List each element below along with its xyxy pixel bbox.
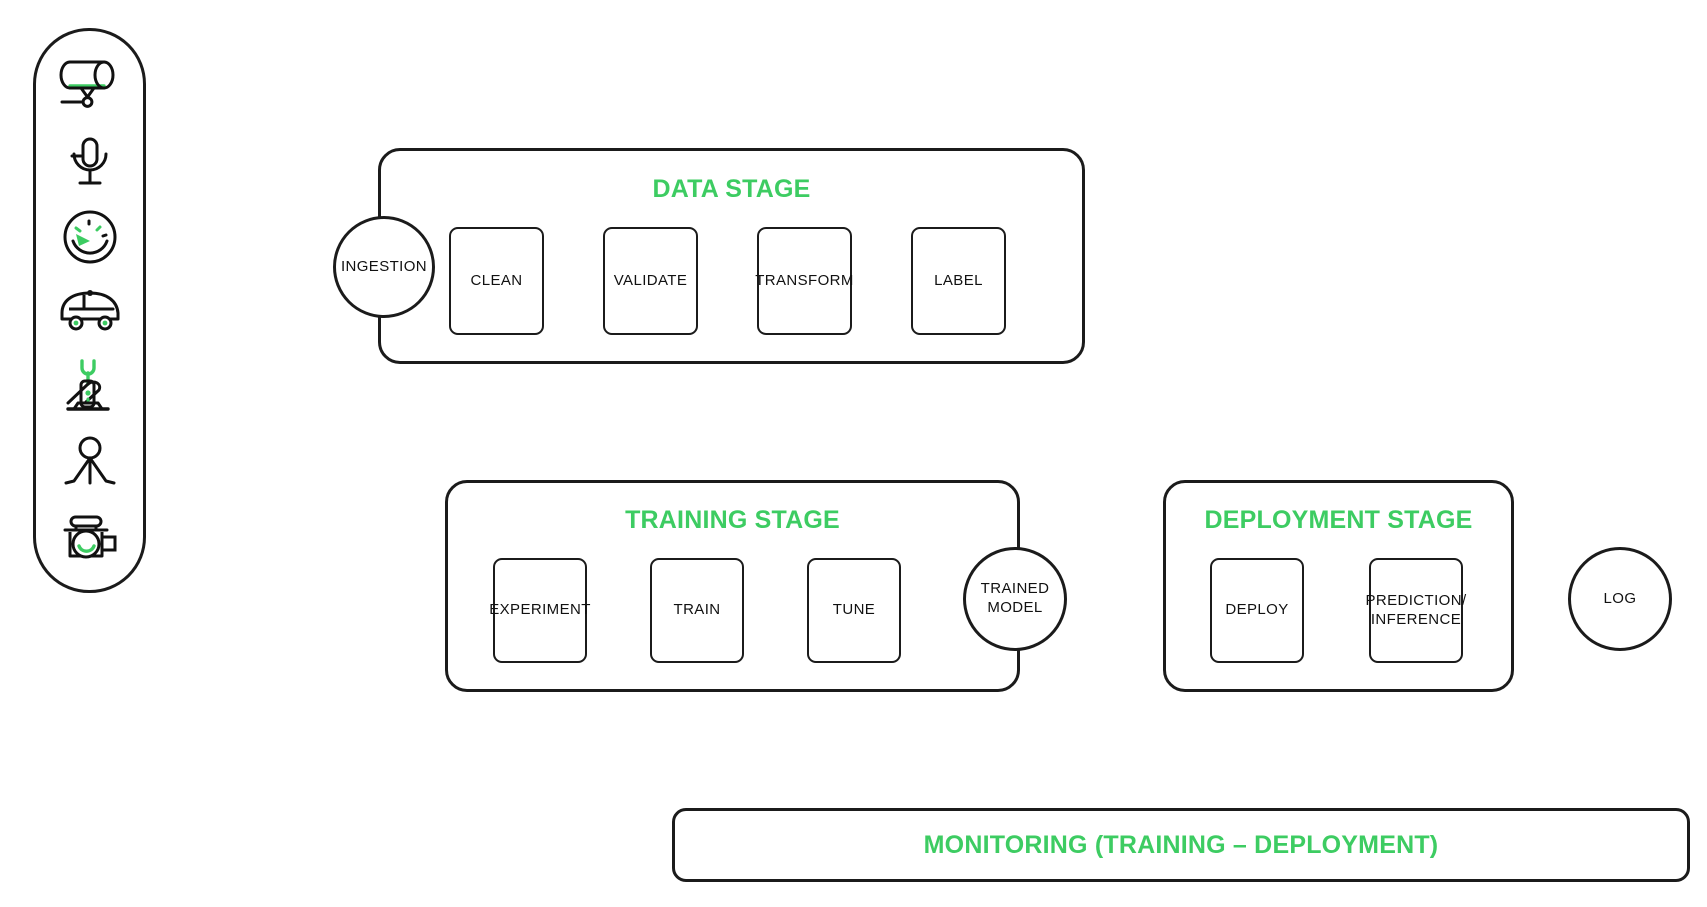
step-experiment[interactable]: EXPERIMENT	[489, 558, 590, 663]
microphone-icon[interactable]	[54, 131, 126, 193]
step-validate[interactable]: VALIDATE	[603, 227, 698, 335]
monitoring-bar: MONITORING (TRAINING – DEPLOYMENT)	[672, 808, 1690, 882]
car-icon[interactable]	[54, 281, 126, 343]
step-train[interactable]: TRAIN	[650, 558, 744, 663]
step-deploy[interactable]: DEPLOY	[1210, 558, 1304, 663]
data-stage-title: DATA STAGE	[652, 175, 811, 203]
step-tune[interactable]: TUNE	[807, 558, 901, 663]
monitoring-label: MONITORING (TRAINING – DEPLOYMENT)	[923, 830, 1439, 859]
step-transform[interactable]: TRANSFORM	[755, 227, 853, 335]
node-trained-model[interactable]: TRAINED MODEL	[963, 547, 1067, 651]
lidar-sensor-icon[interactable]	[54, 56, 126, 118]
step-label[interactable]: LABEL	[911, 227, 1006, 335]
node-trained-model-label: TRAINED MODEL	[980, 580, 1050, 616]
node-log[interactable]: LOG	[1568, 547, 1672, 651]
deployment-stage-container: DEPLOYMENT STAGE DEPLOY PREDICTION/ INFE…	[1163, 480, 1514, 692]
training-stage-title: TRAINING STAGE	[625, 506, 840, 534]
deployment-stage-title: DEPLOYMENT STAGE	[1204, 506, 1473, 534]
step-prediction-inference[interactable]: PREDICTION/ INFERENCE	[1365, 558, 1466, 663]
person-tripod-icon[interactable]	[54, 432, 126, 494]
training-stage-container: TRAINING STAGE EXPERIMENT TRAIN TUNE	[445, 480, 1020, 692]
robot-arm-icon[interactable]	[54, 357, 126, 419]
step-clean[interactable]: CLEAN	[449, 227, 544, 335]
node-log-label: LOG	[1603, 589, 1637, 607]
camera-icon[interactable]	[54, 507, 126, 569]
node-ingestion-label: INGESTION	[340, 257, 428, 275]
data-stage-container: DATA STAGE CLEAN VALIDATE TRANSFORM LABE…	[378, 148, 1085, 364]
gauge-icon[interactable]	[54, 206, 126, 268]
sensor-toolbar	[33, 28, 146, 593]
node-ingestion[interactable]: INGESTION	[333, 216, 435, 318]
